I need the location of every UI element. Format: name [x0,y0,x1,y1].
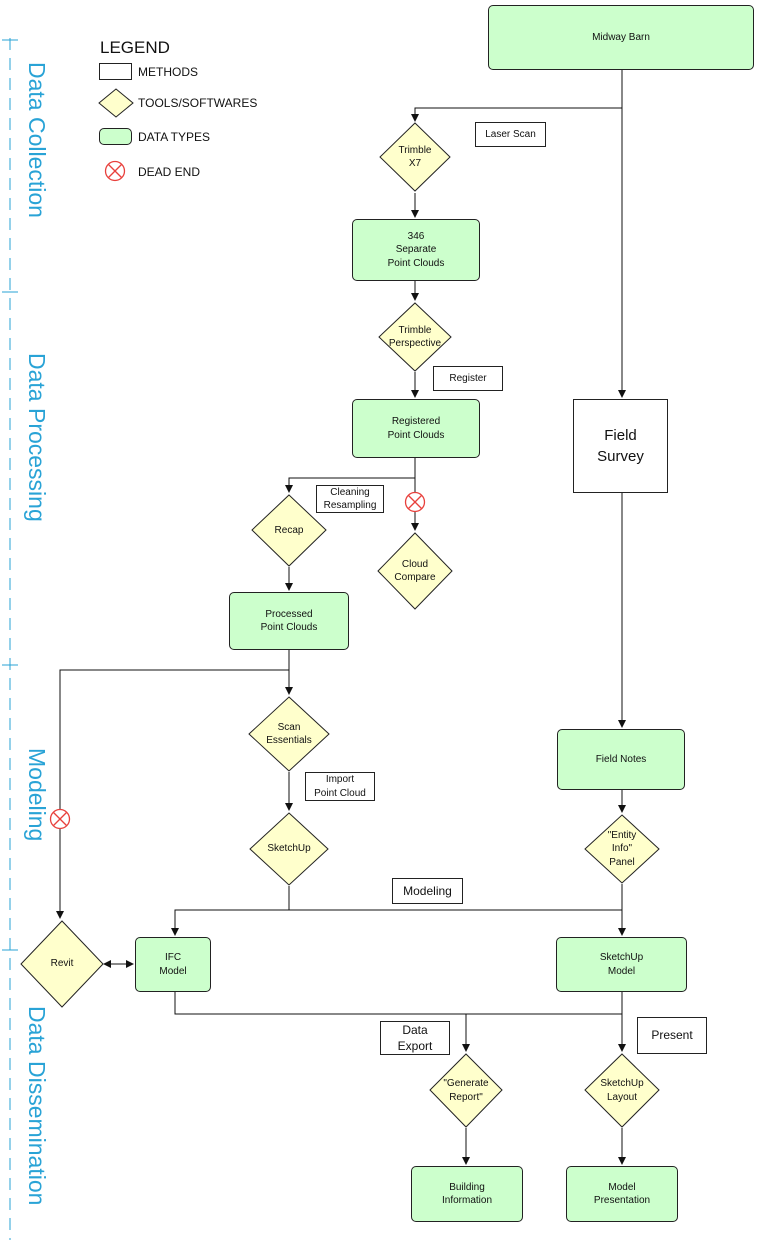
tool-entity-info-panel: "Entity Info" Panel [584,814,660,884]
legend-dead-end-label: DEAD END [138,165,201,179]
phase-data-collection: Data Collection [24,62,50,218]
method-field-survey: Field Survey [573,399,668,493]
tool-sketchup-layout: SketchUp Layout [584,1053,660,1128]
connector-ifc-export [174,992,622,1015]
method-data-export: Data Export [380,1021,450,1055]
method-laser-scan: Laser Scan [475,122,546,147]
method-register: Register [433,366,503,391]
tool-trimble-perspective: Trimble Perspective [378,302,452,372]
data-sketchup-model: SketchUp Model [556,937,687,992]
phase-modeling: Modeling [24,748,50,842]
legend-dead-end-icon [104,160,126,182]
arrow-to-revit [56,669,289,919]
tool-revit: Revit [20,920,104,1008]
legend-tools-label: TOOLS/SOFTWARES [138,96,258,110]
data-model-presentation: Model Presentation [566,1166,678,1222]
tool-sketchup: SketchUp [249,812,329,886]
tool-scan-essentials: Scan Essentials [248,696,330,772]
tool-entity-info-label: "Entity Info" Panel [607,829,637,868]
arrow-to-ifc-model [171,909,289,936]
arrow-to-trimble-x7 [411,107,622,122]
method-modeling: Modeling [392,878,463,904]
arrow-to-recap [285,477,415,493]
data-field-notes: Field Notes [557,729,685,790]
data-building-information: Building Information [411,1166,523,1222]
tool-cloud-compare: Cloud Compare [377,532,453,610]
legend-methods-label: METHODS [138,65,198,79]
legend-methods-swatch [99,63,132,80]
tool-trimble-perspective-label: Trimble Perspective [388,324,442,350]
data-processed-point-clouds: Processed Point Clouds [229,592,349,650]
tool-revit-label: Revit [50,958,74,970]
dead-end-icon [404,491,426,513]
legend-tools-swatch [98,88,134,118]
tool-recap-label: Recap [274,524,304,536]
tool-generate-report-label: "Generate Report" [443,1078,489,1103]
data-registered-point-clouds: Registered Point Clouds [352,399,480,458]
tool-trimble-x7: Trimble X7 [379,122,451,192]
legend-data-types-label: DATA TYPES [138,130,211,144]
tool-recap: Recap [251,494,327,567]
tool-scan-essentials-label: Scan Essentials [266,721,312,747]
data-ifc-model: IFC Model [135,937,211,992]
tool-generate-report: "Generate Report" [429,1053,503,1128]
legend-title: LEGEND [100,38,170,57]
method-present: Present [637,1017,707,1054]
tool-cloud-compare-label: Cloud Compare [394,558,436,584]
method-cleaning-resampling: Cleaning Resampling [316,485,384,513]
phase-data-processing: Data Processing [24,353,50,522]
data-midway-barn: Midway Barn [488,5,754,70]
data-separate-point-clouds: 346 Separate Point Clouds [352,219,480,281]
phase-data-dissemination: Data Dissemination [24,1006,50,1206]
method-import-point-cloud: Import Point Cloud [305,772,375,801]
tool-trimble-x7-label: Trimble X7 [398,144,432,170]
dead-end-icon [49,808,71,830]
tool-sketchup-label: SketchUp [267,843,311,855]
tool-sketchup-layout-label: SketchUp Layout [600,1078,644,1103]
phase-divider [2,38,18,1240]
legend-data-types-swatch [99,128,132,145]
